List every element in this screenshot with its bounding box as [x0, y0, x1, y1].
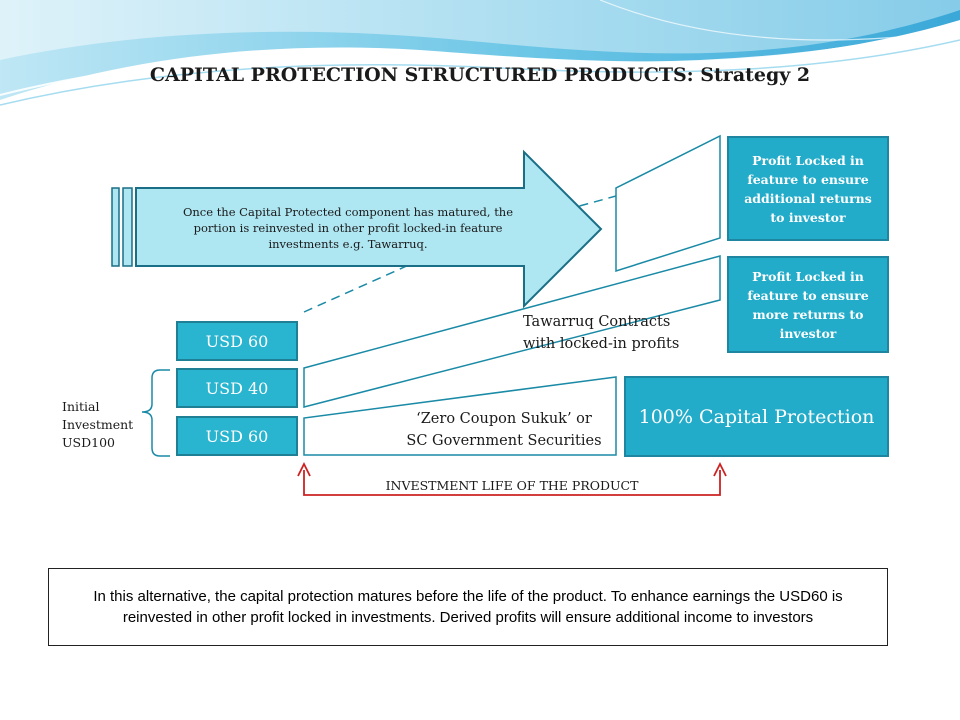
sukuk-connector-shape — [303, 376, 617, 456]
profit-locked-box-additional: Profit Locked in feature to ensure addit… — [727, 136, 889, 241]
usd-40-box: USD 40 — [176, 368, 298, 408]
investment-life-bracket — [303, 470, 721, 496]
investment-life-arrowhead-left — [297, 461, 311, 477]
tawarruq-connector-shape — [303, 255, 721, 408]
capital-protection-box: 100% Capital Protection — [624, 376, 889, 457]
profit-locked-box-more: Profit Locked in feature to ensure more … — [727, 256, 889, 353]
explanation-note-box: In this alternative, the capital protect… — [48, 568, 888, 646]
investment-life-arrowhead-right — [713, 461, 727, 477]
sukuk-label: ‘Zero Coupon Sukuk’ or SC Government Sec… — [406, 411, 602, 449]
header-wave-graphic — [0, 0, 960, 106]
reinvest-connector-shape — [615, 134, 721, 273]
usd-60-top-box: USD 60 — [176, 321, 298, 361]
reinvest-arrow-text: Once the Capital Protected component has… — [182, 205, 514, 251]
reinvest-block-arrow — [135, 149, 603, 309]
dashed-projection-line — [303, 259, 421, 313]
slide-title: CAPITAL PROTECTION STRUCTURED PRODUCTS: … — [149, 64, 811, 86]
usd-60-bottom-box: USD 60 — [176, 416, 298, 456]
investment-life-label: INVESTMENT LIFE OF THE PRODUCT — [385, 478, 639, 493]
initial-investment-label: Initial Investment USD100 — [62, 399, 134, 450]
arrow-tail-bar-2 — [122, 187, 133, 267]
initial-investment-brace — [141, 369, 170, 457]
tawarruq-label: Tawarruq Contracts with locked-in profit… — [523, 314, 680, 352]
arrow-tail-bar-1 — [111, 187, 120, 267]
